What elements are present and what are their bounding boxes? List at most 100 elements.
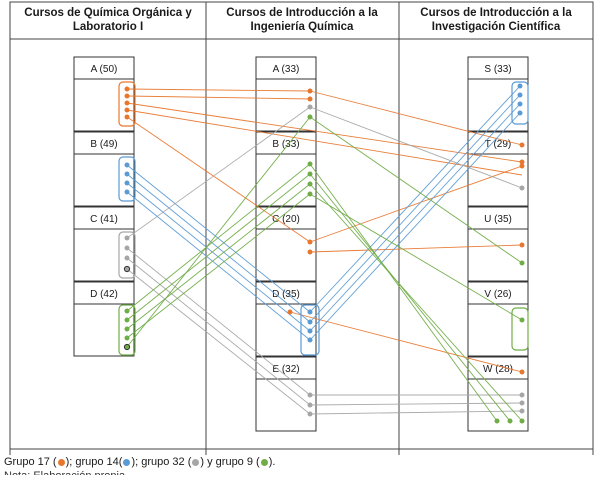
endpoint-dot — [307, 239, 313, 245]
endpoint-dot — [519, 317, 525, 323]
flow-line — [126, 257, 311, 406]
group-14-dot — [123, 458, 131, 466]
legend-text: ) y grupo 9 ( — [200, 456, 260, 468]
column-title: Laboratorio I — [73, 21, 143, 33]
flow-line — [309, 106, 523, 189]
endpoint-dot — [519, 408, 525, 414]
course-flow-diagram: Cursos de Química Orgánica y Laboratorio … — [9, 1, 594, 455]
flow-line — [126, 163, 311, 312]
endpoint-dot — [307, 96, 313, 102]
course-label: B (49) — [90, 139, 117, 150]
course-box: E (32) — [255, 356, 317, 432]
endpoint-dot — [307, 114, 313, 120]
course-label: B (33) — [272, 139, 299, 150]
course-label: C (20) — [272, 214, 300, 225]
flow-line — [126, 88, 311, 92]
legend-text: ). — [268, 456, 276, 468]
flow-line — [126, 95, 311, 100]
endpoint-dot — [307, 392, 313, 398]
flow-line — [289, 311, 523, 373]
group-legend: Grupo 17 (); grupo 14(); grupo 32 () y g… — [4, 455, 600, 469]
course-label: T (29) — [485, 139, 512, 150]
flow-line — [126, 247, 311, 396]
flow-line — [309, 103, 521, 332]
course-box: B (33) — [255, 131, 317, 207]
course-box-frame — [467, 206, 529, 282]
flow-line — [126, 268, 311, 415]
course-label: V (26) — [484, 289, 511, 300]
endpoint-dot — [307, 161, 313, 167]
endpoint-dot — [494, 418, 500, 424]
column-title: Investigación Científica — [432, 21, 561, 33]
endpoint-dot — [124, 235, 130, 241]
endpoint-dot — [307, 249, 313, 255]
group-outline — [511, 307, 529, 351]
course-box-frame — [73, 131, 135, 207]
column-titles: Cursos de Química Orgánica y Laboratorio … — [24, 7, 572, 33]
endpoint-dot — [519, 185, 525, 191]
course-box: C (20) — [255, 206, 317, 282]
endpoint-dot — [307, 411, 313, 417]
course-box: U (35) — [467, 206, 529, 282]
endpoint-dot — [124, 189, 130, 195]
endpoint-dot — [124, 171, 130, 177]
flow-line — [309, 183, 523, 422]
source-note: Nota: Elaboración propia. — [4, 469, 600, 475]
course-label: C (41) — [90, 214, 118, 225]
flow-line — [309, 402, 523, 406]
flow-line — [309, 163, 498, 422]
endpoint-dot — [307, 104, 313, 110]
endpoint-dot — [307, 309, 313, 315]
course-label: S (33) — [484, 64, 511, 75]
endpoint-dot — [519, 400, 525, 406]
flow-line — [126, 183, 311, 330]
endpoint-dot — [124, 326, 130, 332]
flow-line — [126, 193, 311, 339]
endpoint-dot — [519, 142, 525, 148]
flow-line — [309, 244, 523, 253]
flow-line — [126, 173, 311, 323]
course-box: A (33) — [255, 56, 317, 132]
endpoint-dot — [519, 159, 525, 165]
endpoint-dot — [519, 392, 525, 398]
endpoint-dot — [307, 319, 313, 325]
endpoint-dot — [124, 308, 130, 314]
endpoint-dot — [124, 86, 130, 92]
course-box: B (49) — [73, 131, 135, 207]
endpoint-dot — [124, 114, 130, 120]
endpoint-dot — [124, 107, 130, 113]
column-title: Cursos de Introducción a la — [226, 7, 378, 19]
endpoint-dot — [517, 92, 523, 98]
legend-text: ); grupo 32 ( — [131, 456, 192, 468]
course-label: A (50) — [91, 64, 118, 75]
course-label: D (42) — [90, 289, 118, 300]
flow-line — [126, 116, 311, 348]
endpoint-dot — [307, 402, 313, 408]
column-title: Cursos de Química Orgánica y — [24, 7, 192, 19]
endpoint-dot — [307, 181, 313, 187]
endpoint-dot — [123, 343, 131, 351]
endpoint-dot — [307, 171, 313, 177]
endpoint-dot — [519, 163, 525, 169]
legend-text: Grupo 17 ( — [4, 456, 57, 468]
endpoint-dot — [307, 88, 313, 94]
course-box: W (28) — [467, 356, 529, 432]
course-label: A (33) — [273, 64, 300, 75]
course-label: E (32) — [272, 364, 299, 375]
column-title: Cursos de Introducción a la — [420, 7, 572, 19]
flow-line — [126, 173, 311, 321]
course-box-frame — [73, 56, 135, 132]
course-box-frame — [255, 56, 317, 132]
course-label: U (35) — [484, 214, 512, 225]
flow-line — [309, 90, 523, 146]
endpoint-dot — [507, 418, 513, 424]
flow-line — [309, 94, 521, 323]
endpoint-dot — [124, 162, 130, 168]
course-box: T (29) — [467, 131, 529, 207]
endpoint-dot — [517, 83, 523, 89]
flow-line — [126, 102, 523, 163]
endpoint-dot — [307, 337, 313, 343]
endpoint-dot — [517, 110, 523, 116]
course-box: A (50) — [73, 56, 135, 132]
endpoint-dot — [519, 418, 525, 424]
